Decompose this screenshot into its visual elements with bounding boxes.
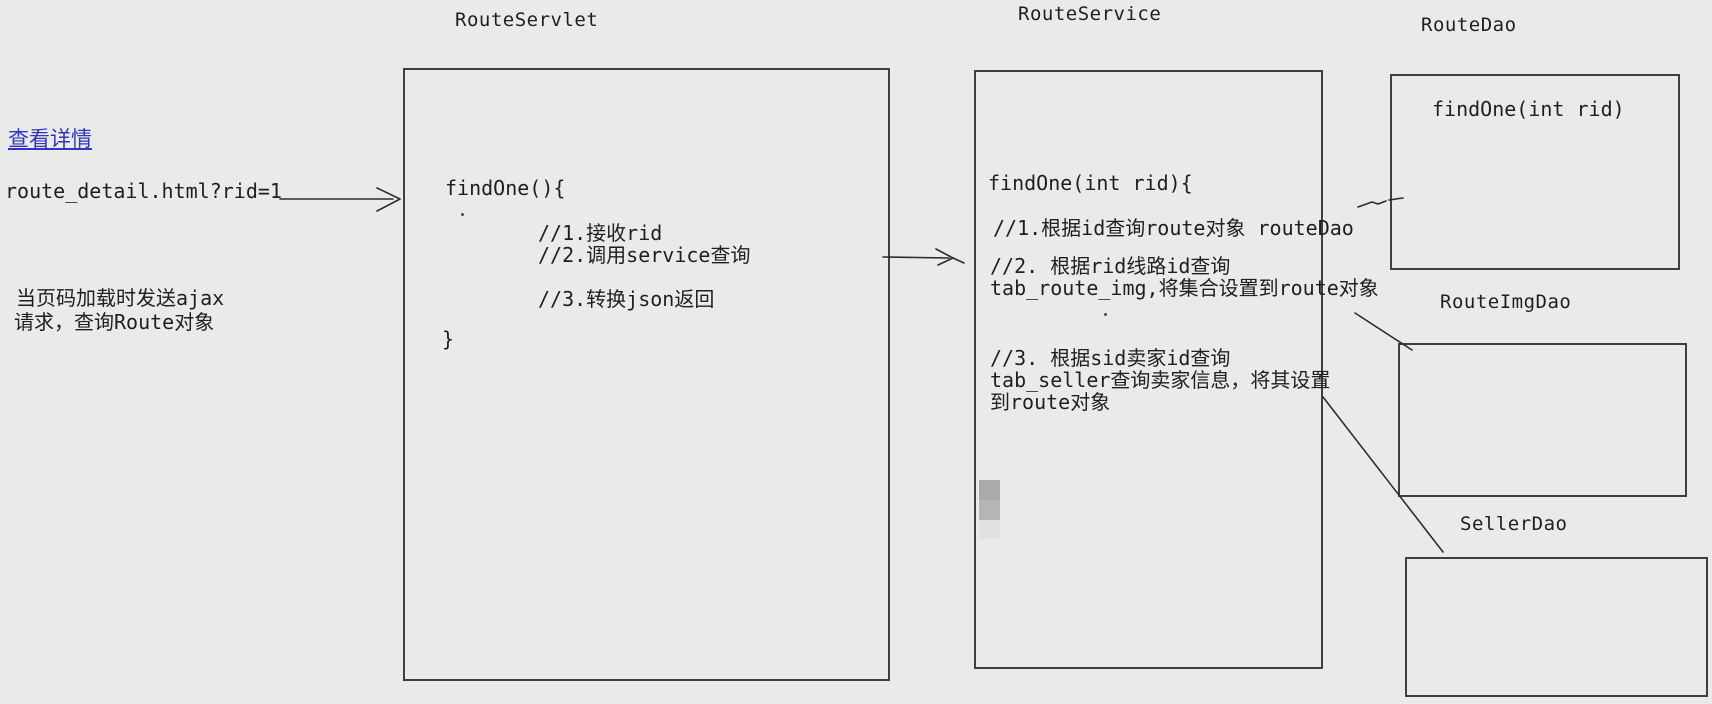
routeservice-title: RouteService (1018, 3, 1162, 25)
sellerdao-title: SellerDao (1460, 513, 1568, 535)
sellerdao-box (1405, 557, 1708, 697)
servlet-to-service-arrow (882, 248, 965, 266)
service-comment-3-line-3: 到route对象 (990, 390, 1111, 414)
routedao-method-signature: findOne(int rid) (1432, 97, 1625, 121)
servlet-comment-3: //3.转换json返回 (538, 287, 715, 311)
request-arrow (279, 187, 401, 212)
routeservice-box (974, 70, 1323, 669)
service-method-signature: findOne(int rid){ (988, 171, 1193, 195)
routedao-box (1390, 74, 1680, 270)
servlet-method-signature: findOne(){ (445, 176, 566, 200)
request-url-text: route_detail.html?rid=1 (5, 179, 282, 203)
routeimgdao-box (1398, 343, 1687, 497)
routeservlet-box (403, 68, 890, 681)
service-comment-2-line-1: //2. 根据rid线路id查询 (990, 254, 1231, 278)
view-detail-link[interactable]: 查看详情 (8, 127, 92, 151)
stray-dot (1104, 313, 1107, 316)
stray-dot (461, 213, 464, 216)
routedao-title: RouteDao (1421, 14, 1517, 36)
servlet-closing-brace: } (442, 327, 455, 351)
ajax-note-line-1: 当页码加载时发送ajax (16, 286, 225, 310)
routeservlet-title: RouteServlet (455, 9, 599, 31)
cursor-artifact-light (979, 520, 1000, 539)
cursor-artifact-mid (979, 500, 1000, 520)
service-comment-3-line-1: //3. 根据sid卖家id查询 (990, 346, 1231, 370)
routeimgdao-title: RouteImgDao (1440, 291, 1572, 313)
ajax-note-line-2: 请求，查询Route对象 (14, 310, 215, 334)
servlet-comment-1: //1.接收rid (538, 221, 663, 245)
service-comment-2-line-2: tab_route_img,将集合设置到route对象 (990, 276, 1379, 300)
cursor-artifact-dark (979, 480, 1000, 500)
servlet-comment-2: //2.调用service查询 (538, 243, 751, 267)
service-comment-3-line-2: tab_seller查询卖家信息，将其设置 (990, 368, 1331, 392)
service-comment-1: //1.根据id查询route对象 routeDao (993, 216, 1354, 240)
